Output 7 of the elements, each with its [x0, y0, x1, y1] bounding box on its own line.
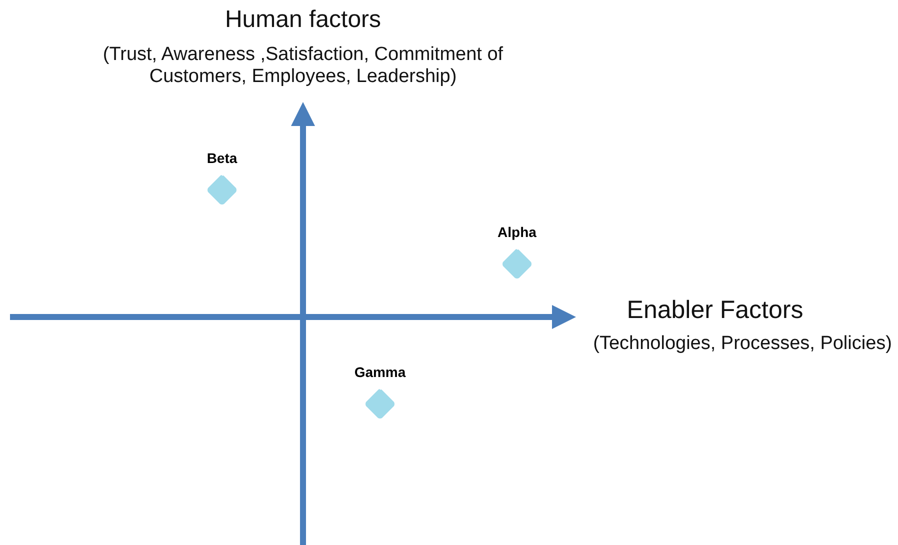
point-label: Beta — [206, 150, 238, 166]
axis-title: Enabler Factors — [626, 296, 804, 325]
axis-title: Human factors — [224, 6, 382, 34]
point-label: Alpha — [496, 224, 538, 240]
point-label: Gamma — [353, 364, 407, 380]
axis-description: (Trust, Awareness ,Satisfaction, Commitment of Customers, Employees, Leadership) — [102, 44, 504, 88]
axis-description: (Technologies, Processes, Policies) — [592, 333, 892, 355]
